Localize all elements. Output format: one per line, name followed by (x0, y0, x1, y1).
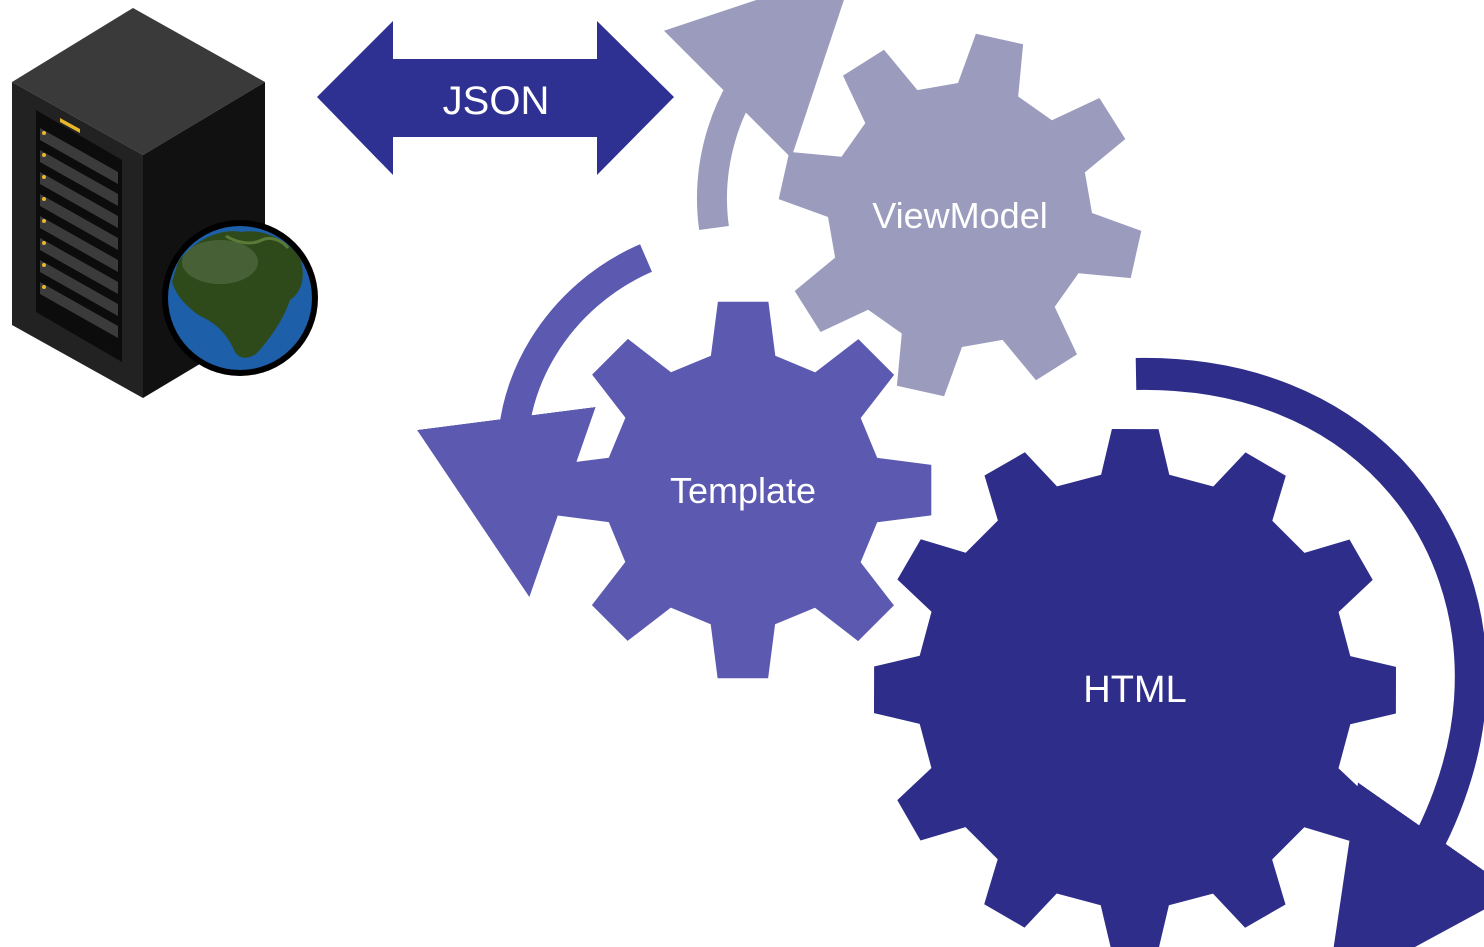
viewmodel-curved-arrow (663, 0, 855, 231)
viewmodel-label: ViewModel (872, 195, 1047, 236)
template-label: Template (670, 470, 816, 511)
html-label: HTML (1083, 669, 1186, 711)
template-gear: Template (554, 301, 932, 679)
template-curved-arrow (417, 244, 653, 598)
json-label: JSON (443, 79, 550, 123)
server-status-lights (42, 118, 80, 289)
html-curved-arrow (1135, 357, 1484, 947)
server-drive-bays (40, 128, 118, 338)
json-arrow: JSON (317, 21, 674, 175)
html-gear: HTML (874, 429, 1396, 947)
viewmodel-gear: ViewModel (778, 33, 1142, 397)
server-rack-icon (12, 8, 265, 398)
globe-icon (162, 220, 318, 376)
